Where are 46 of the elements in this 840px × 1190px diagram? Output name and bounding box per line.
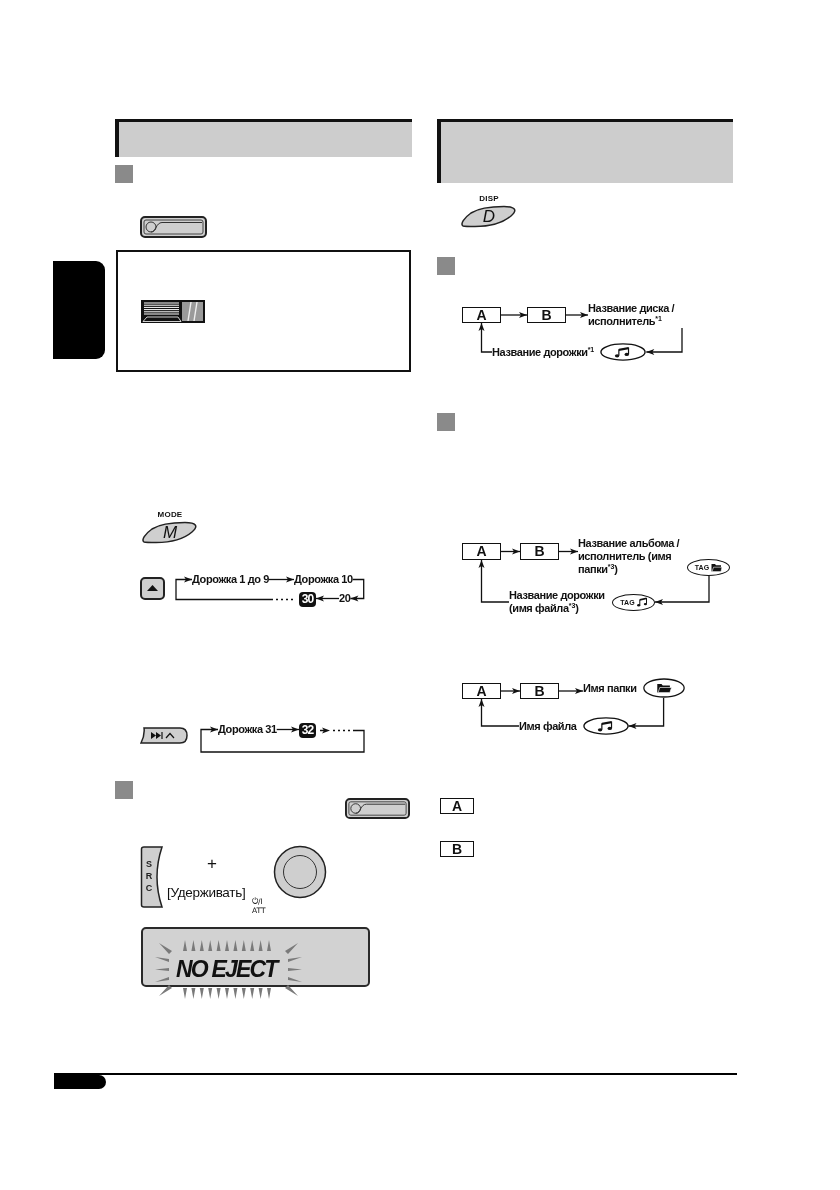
flow-arrow (349, 578, 365, 602)
indicator-box: B (520, 543, 559, 560)
flow-arrow (558, 548, 579, 555)
button-caption: MODE (157, 510, 183, 520)
indicator-box: B (520, 683, 559, 699)
flow-arrow (478, 322, 493, 353)
flow-arrow (500, 688, 521, 694)
flow-arrow (500, 312, 528, 318)
flow-arrow (315, 595, 340, 602)
indicator-box: A (440, 798, 474, 814)
flow-label: Название диска / исполнитель$^{*1}$ (588, 302, 692, 328)
indicator-box: B (440, 841, 474, 857)
flow-arrow (654, 575, 710, 605)
flow-label: Имя файла (519, 719, 577, 733)
side-tab (53, 261, 105, 359)
flow-arrow (478, 698, 520, 727)
instruction-text: [Удерживать] (167, 884, 246, 901)
flow-arrow (645, 327, 683, 355)
plus-sign: + (207, 854, 217, 874)
indicator-box: B (527, 307, 566, 323)
display-text: NO EJECT (176, 955, 277, 983)
flow-label: Дорожка 10 (294, 573, 353, 586)
flow-arrow (565, 312, 589, 318)
flow-arrow (558, 688, 584, 694)
button-caption: DISP (479, 194, 499, 204)
flow-arrow (200, 726, 365, 753)
flow-arrow (500, 548, 521, 555)
flow-label: 20 (339, 592, 351, 605)
flow-arrow (276, 726, 300, 733)
disp-button: D (460, 205, 518, 228)
flow-label: Дорожка 31 (218, 723, 277, 736)
mode-button: M (141, 521, 199, 544)
src-button: S R C (140, 846, 164, 908)
indicator-box: A (462, 683, 501, 699)
flow-label: Имя папки (583, 681, 637, 695)
flow-arrow (268, 576, 295, 583)
indicator-box: A (462, 307, 501, 323)
flow-label: Название альбома / исполнитель (имя папки$^{*3}$) (578, 537, 681, 576)
flow-label: Дорожка 1 до 9 (192, 573, 269, 586)
flow-label: Название дорожки (имя файла$^{*3}$) (509, 589, 606, 615)
indicator-box: A (462, 543, 501, 560)
track-number-badge: 30 (299, 592, 316, 607)
track-number-badge: 32 (299, 723, 316, 738)
flow-arrow (627, 697, 665, 729)
flow-arrow (478, 559, 510, 603)
flow-label: Название дорожки$^{*1}$ (492, 345, 595, 359)
